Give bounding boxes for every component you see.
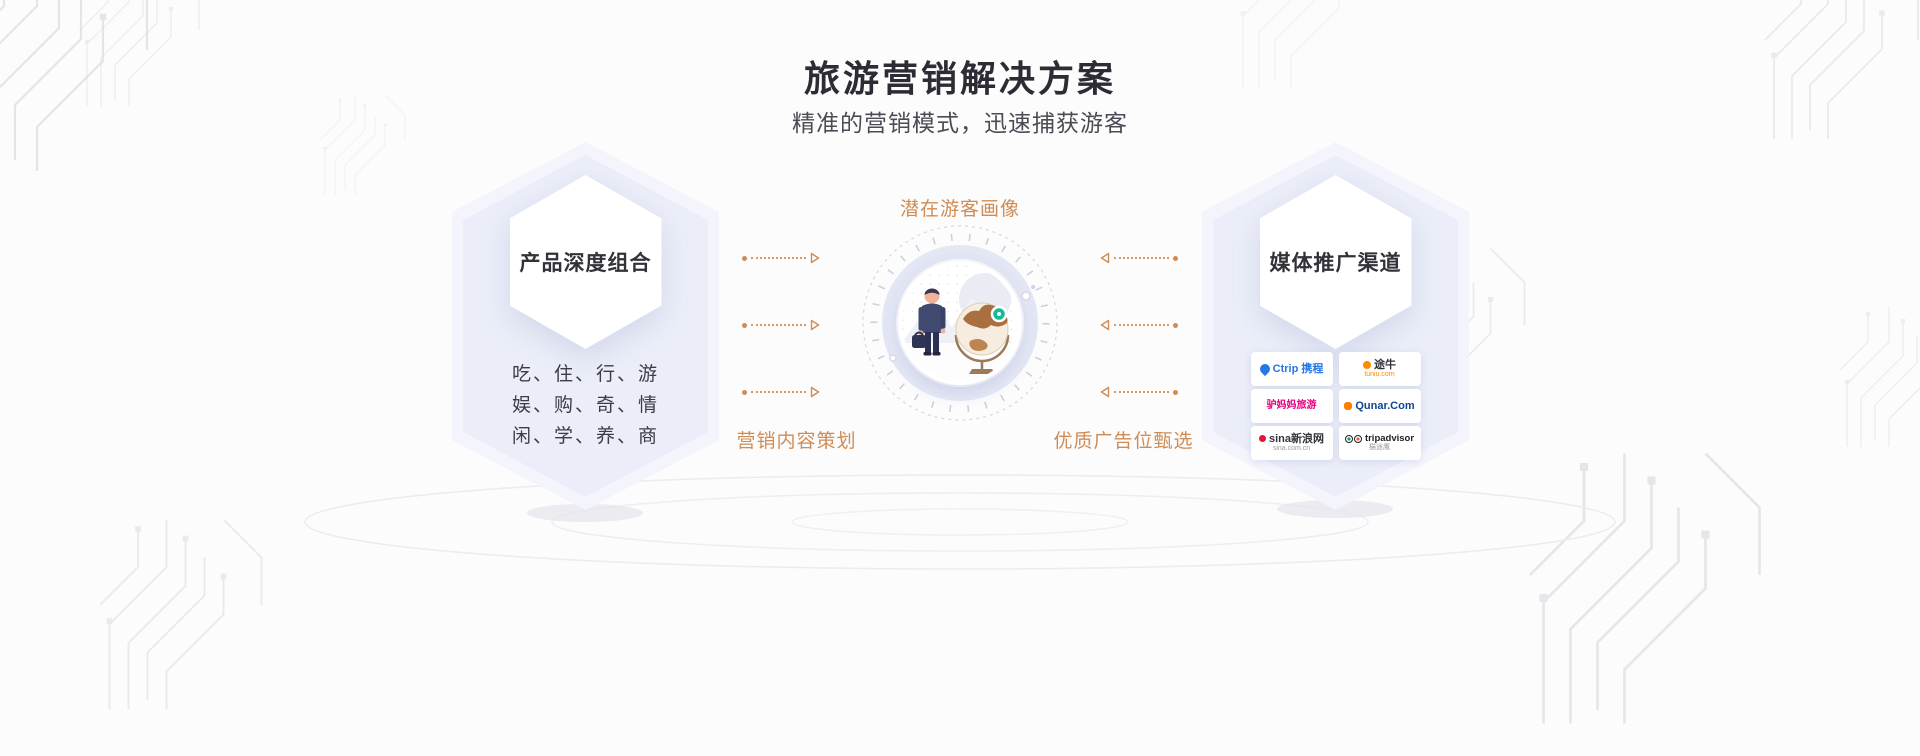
triangle-left-icon	[1100, 252, 1110, 264]
globe-icon	[954, 302, 1010, 374]
tripadvisor-owl-icon	[1353, 434, 1362, 443]
logo-text: sina新浪网	[1268, 432, 1324, 445]
logo-ctrip: Ctrip 携程	[1250, 352, 1333, 386]
arrow-origin-dot	[1173, 322, 1178, 328]
page-subtitle: 精准的营销模式，迅速捕获游客	[792, 110, 1128, 136]
triangle-left-icon	[1100, 386, 1110, 398]
dotted-line	[751, 257, 806, 259]
category-line: 娱、购、奇、情	[511, 395, 659, 416]
dotted-line	[751, 391, 806, 393]
logo-subtext: tuniu.com	[1364, 371, 1395, 379]
logo-subtext: sina.com.cn	[1272, 445, 1311, 453]
product-categories-list: 吃、住、行、游 娱、购、奇、情 闲、学、养、商	[463, 359, 708, 452]
left-card-title: 产品深度组合	[519, 252, 652, 275]
category-line: 闲、学、养、商	[511, 426, 659, 447]
label-potential-tourist-profile: 潜在游客画像	[899, 199, 1020, 220]
ring-accent-dot	[1021, 291, 1031, 301]
media-logos-grid: Ctrip 携程 途牛 tuniu.com 驴妈妈旅游 Qunar.Com si…	[1250, 352, 1421, 460]
flow-arrow-right-1	[1100, 251, 1178, 265]
flow-arrow-left-1	[742, 251, 820, 265]
logo-qunar: Qunar.Com	[1338, 389, 1421, 423]
audience-targeting-illustration	[862, 225, 1058, 421]
qunar-logo-icon	[1344, 401, 1353, 410]
triangle-right-icon	[810, 319, 820, 331]
dotted-line	[751, 324, 806, 326]
triangle-left-icon	[1100, 319, 1110, 331]
ripple-ellipses	[304, 474, 1616, 570]
logo-subtext: 猫途鹰	[1369, 444, 1390, 452]
flow-arrow-right-2	[1100, 318, 1178, 332]
dotted-line	[1114, 257, 1169, 259]
logo-tuniu: 途牛 tuniu.com	[1338, 352, 1421, 386]
hexagon-white-shape: 产品深度组合	[509, 175, 662, 349]
dashed-outer-circle	[862, 225, 1058, 421]
ctrip-logo-icon	[1257, 361, 1272, 377]
bag-handle	[914, 331, 924, 336]
logo-text: 驴妈妈旅游	[1266, 400, 1317, 412]
tuniu-logo-icon	[1363, 360, 1371, 369]
traveler-figure	[912, 288, 946, 356]
arrow-origin-dot	[742, 255, 747, 261]
logo-text: tripadvisor	[1364, 432, 1415, 444]
traveler-globe-scene	[902, 265, 1018, 381]
arrow-origin-dot	[1173, 389, 1178, 395]
right-card-title: 媒体推广渠道	[1269, 252, 1402, 275]
card-title-hexagon: 媒体推广渠道	[1259, 175, 1412, 349]
ring-accent-dot	[1031, 285, 1035, 289]
arrow-origin-dot	[1173, 255, 1178, 261]
tick-ring	[870, 233, 1050, 413]
logo-text: Ctrip 携程	[1272, 362, 1324, 375]
travel-bag-icon	[912, 335, 926, 348]
logo-sina: sina新浪网 sina.com.cn	[1250, 426, 1333, 460]
arrow-origin-dot	[742, 322, 747, 328]
dotted-line	[1114, 324, 1169, 326]
lavender-ring	[882, 245, 1038, 401]
sina-logo-icon	[1258, 435, 1266, 443]
card-title-hexagon: 产品深度组合	[509, 175, 662, 349]
label-marketing-content-planning: 营销内容策划	[736, 431, 857, 452]
dotted-line	[1114, 391, 1169, 393]
arrow-origin-dot	[742, 389, 747, 395]
product-combination-card: 产品深度组合 吃、住、行、游 娱、购、奇、情 闲、学、养、商	[452, 142, 719, 510]
media-channels-card: 媒体推广渠道 Ctrip 携程 途牛 tuniu.com 驴妈妈旅游 Qunar…	[1202, 142, 1469, 510]
logo-lvmama: 驴妈妈旅游	[1250, 389, 1333, 423]
logo-text: 途牛	[1374, 358, 1396, 371]
tripadvisor-owl-icon	[1344, 434, 1353, 443]
flow-arrow-left-2	[742, 318, 820, 332]
flow-arrow-left-3	[742, 385, 820, 399]
logo-tripadvisor: tripadvisor 猫途鹰	[1338, 426, 1421, 460]
ring-accent-dot	[889, 354, 897, 362]
page-title: 旅游营销解决方案	[803, 58, 1116, 99]
flow-arrow-right-3	[1100, 385, 1178, 399]
category-line: 吃、住、行、游	[511, 364, 659, 385]
label-premium-ad-selection: 优质广告位甄选	[1053, 431, 1194, 452]
hexagon-white-shape: 媒体推广渠道	[1259, 175, 1412, 349]
triangle-right-icon	[810, 252, 820, 264]
logo-text: Qunar.Com	[1355, 399, 1415, 412]
triangle-right-icon	[810, 386, 820, 398]
